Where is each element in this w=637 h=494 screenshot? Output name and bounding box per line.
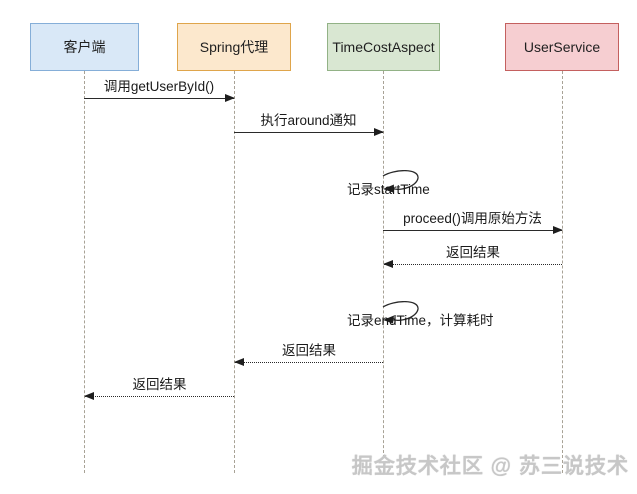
actor-label-userservice: UserService xyxy=(523,39,601,55)
actor-box-timecostaspect: TimeCostAspect xyxy=(327,23,440,71)
arrow-right-icon xyxy=(553,226,563,234)
actor-box-client: 客户端 xyxy=(30,23,139,71)
actor-label-client: 客户端 xyxy=(63,39,106,55)
arrow-left-icon xyxy=(84,392,94,400)
actor-label-timecostaspect: TimeCostAspect xyxy=(332,39,435,55)
message-label: 返回结果 xyxy=(132,377,187,392)
arrow-left-icon xyxy=(234,358,244,366)
self-loop-arrow-icon xyxy=(382,170,419,193)
message-label: 返回结果 xyxy=(282,343,336,358)
message-label: 执行around通知 xyxy=(260,113,357,128)
actor-box-userservice: UserService xyxy=(505,23,619,71)
message-line xyxy=(384,264,562,265)
lifeline-client xyxy=(84,71,85,473)
self-message-record-starttime: 记录startTime xyxy=(347,182,430,197)
message-line xyxy=(235,362,383,363)
message-label: proceed()调用原始方法 xyxy=(403,211,542,226)
message-line xyxy=(85,396,234,397)
lifeline-timecostaspect xyxy=(383,71,384,473)
message-line xyxy=(383,230,562,231)
message-label: 调用getUserById() xyxy=(103,79,215,94)
arrow-left-icon xyxy=(383,260,393,268)
lifeline-spring-proxy xyxy=(234,71,235,473)
actor-box-spring-proxy: Spring代理 xyxy=(177,23,291,71)
actor-label-spring-proxy: Spring代理 xyxy=(199,39,269,55)
lifeline-userservice xyxy=(562,71,563,473)
arrow-right-icon xyxy=(225,94,235,102)
message-label: 返回结果 xyxy=(446,245,500,260)
arrow-right-icon xyxy=(374,128,384,136)
self-loop-arrow-icon xyxy=(382,301,419,324)
self-message-record-endtime: 记录endTime，计算耗时 xyxy=(347,313,494,328)
message-line xyxy=(84,98,234,99)
watermark-text: 掘金技术社区 @ 苏三说技术 xyxy=(351,455,629,478)
message-line xyxy=(234,132,383,133)
